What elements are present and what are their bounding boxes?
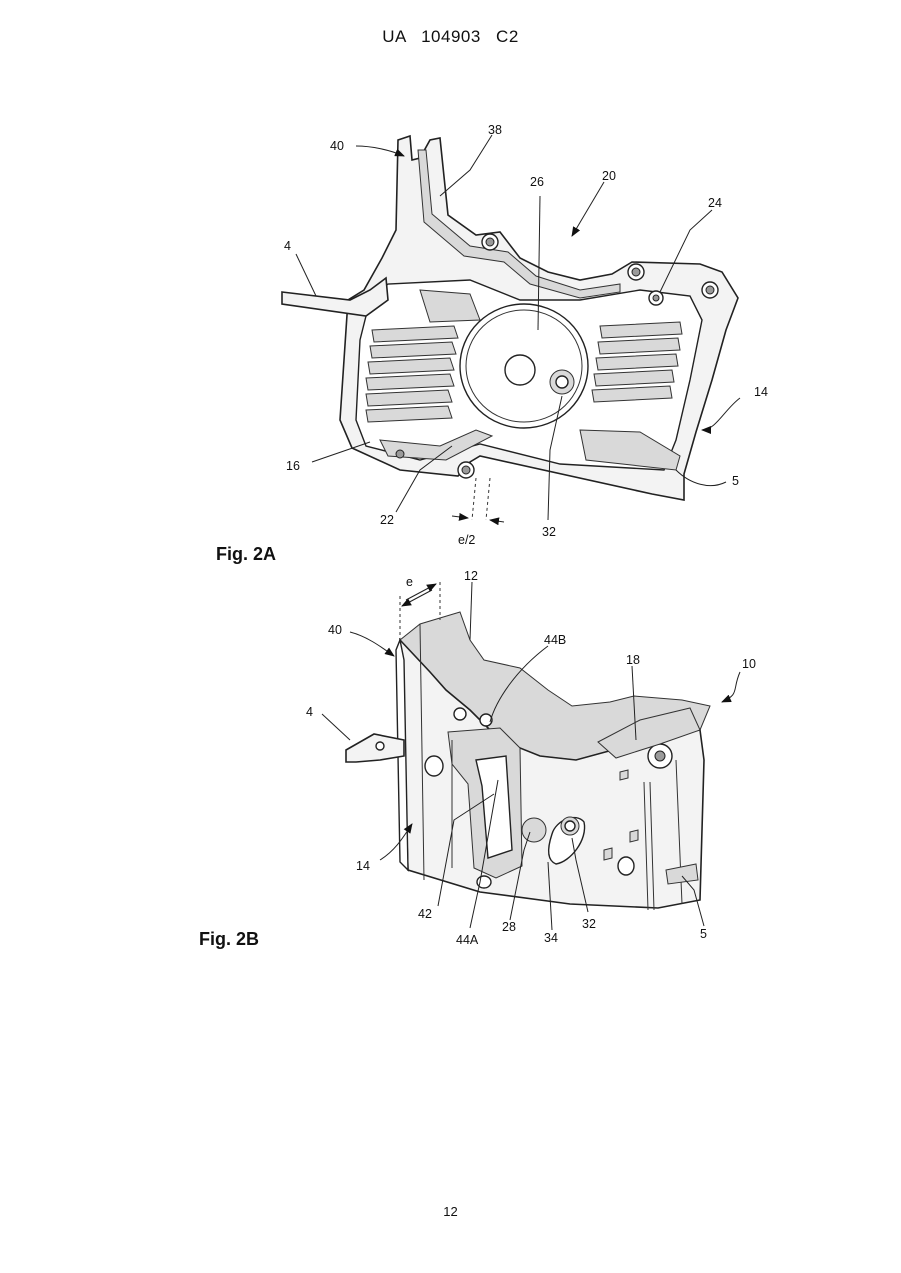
label-5: 5 xyxy=(700,927,707,941)
fig2a-drawing: 40 38 26 20 24 4 14 16 5 22 e/2 32 xyxy=(282,123,768,547)
label-14: 14 xyxy=(754,385,768,399)
label-38: 38 xyxy=(488,123,502,137)
label-26: 26 xyxy=(530,175,544,189)
label-42: 42 xyxy=(418,907,432,921)
figure-caption-2a: Fig. 2A xyxy=(216,544,276,565)
label-34: 34 xyxy=(544,931,558,945)
label-14: 14 xyxy=(356,859,370,873)
label-16: 16 xyxy=(286,459,300,473)
label-44A: 44A xyxy=(456,933,479,947)
label-12: 12 xyxy=(464,569,478,583)
label-22: 22 xyxy=(380,513,394,527)
label-e: e xyxy=(406,575,413,589)
label-4: 4 xyxy=(306,705,313,719)
label-44B: 44B xyxy=(544,633,566,647)
label-20: 20 xyxy=(602,169,616,183)
label-40: 40 xyxy=(330,139,344,153)
label-28: 28 xyxy=(502,920,516,934)
label-4: 4 xyxy=(284,239,291,253)
label-24: 24 xyxy=(708,196,722,210)
page-number: 12 xyxy=(0,1204,901,1219)
figure-caption-2b: Fig. 2B xyxy=(199,929,259,950)
label-5: 5 xyxy=(732,474,739,488)
label-e-half: e/2 xyxy=(458,533,475,547)
label-32: 32 xyxy=(582,917,596,931)
label-40: 40 xyxy=(328,623,342,637)
fig2b-drawing: e 12 40 44B 18 10 4 14 42 44A 28 34 32 5 xyxy=(306,569,756,947)
label-10: 10 xyxy=(742,657,756,671)
label-18: 18 xyxy=(626,653,640,667)
label-32: 32 xyxy=(542,525,556,539)
